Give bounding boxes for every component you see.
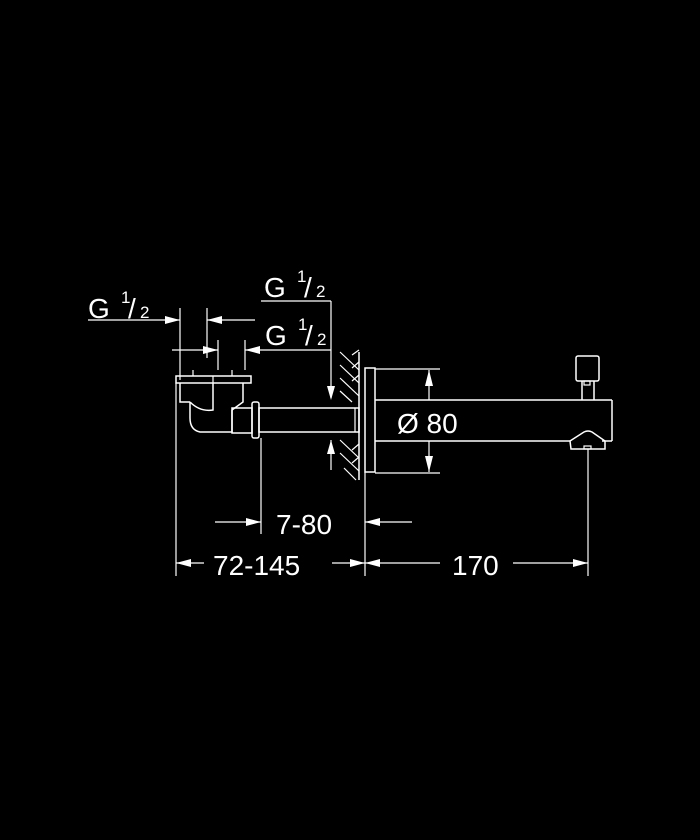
svg-text:2: 2 [316,282,325,301]
diverter-knob [575,355,600,382]
svg-text:/: / [304,272,312,303]
spout [375,355,613,450]
dimension-7-80: 7-80 [276,509,332,540]
svg-text:G: G [264,272,286,303]
spout-outlet [569,430,606,450]
wall-section [339,349,360,481]
dimension-72-145: 72-145 [213,550,300,581]
svg-text:/: / [128,293,136,324]
thread-label-top: G 1 / 2 [264,267,325,303]
thread-label-left: G 1 / 2 [88,288,149,324]
thread-label-mid: G 1 / 2 [265,315,326,351]
svg-text:1: 1 [297,267,306,286]
valve-body [175,370,360,439]
svg-text:1: 1 [298,315,307,334]
svg-text:/: / [305,320,313,351]
svg-text:G: G [265,320,287,351]
escutcheon-plate [364,367,376,473]
thread-dimension-lines [88,300,335,400]
bottom-dimensions: 7-80 72-145 170 [175,383,589,581]
svg-text:1: 1 [121,288,130,307]
svg-text:G: G [88,293,110,324]
diameter-label: Ø 80 [397,408,458,439]
diameter-dimension: Ø 80 [375,368,458,474]
dimension-170: 170 [452,550,499,581]
svg-text:2: 2 [140,303,149,322]
svg-text:2: 2 [317,330,326,349]
